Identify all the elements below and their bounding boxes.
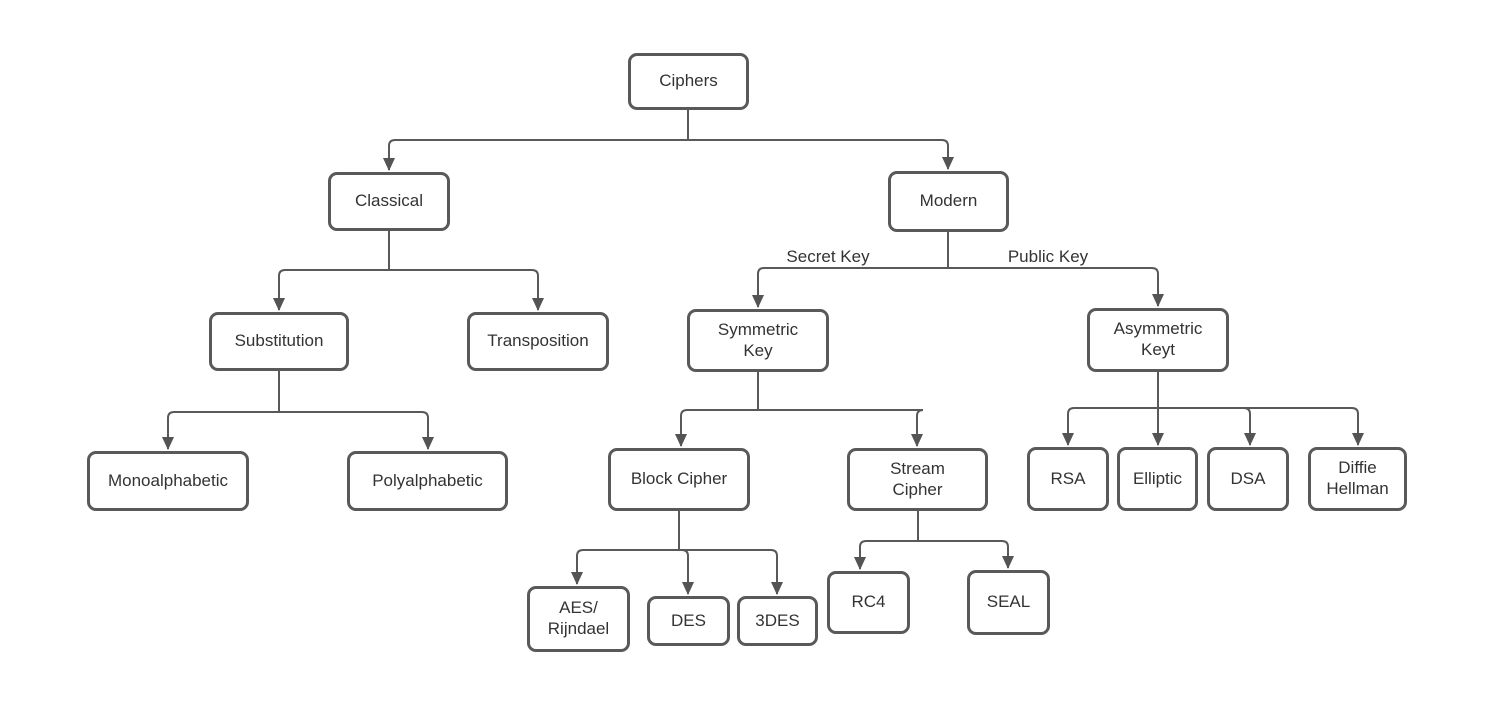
node-polyalphabetic: Polyalphabetic bbox=[347, 451, 508, 511]
node-elliptic: Elliptic bbox=[1117, 447, 1198, 511]
node-elliptic-label: Elliptic bbox=[1132, 468, 1183, 488]
node-substitution: Substitution bbox=[209, 312, 349, 371]
edge-classical-transposition bbox=[389, 269, 544, 311]
edge-block-3des bbox=[679, 549, 783, 595]
node-symmetric-key: Symmetric Key bbox=[687, 309, 829, 372]
node-polyalphabetic-label: Polyalphabetic bbox=[372, 470, 483, 490]
node-classical: Classical bbox=[328, 172, 450, 231]
edge-symmetric-stream bbox=[758, 409, 924, 447]
edge-classical-substitution bbox=[273, 269, 389, 311]
node-stream-cipher: Stream Cipher bbox=[847, 448, 988, 511]
node-rsa-label: RSA bbox=[1050, 468, 1086, 488]
node-des: DES bbox=[647, 596, 730, 646]
node-seal: SEAL bbox=[967, 570, 1050, 635]
edge-stream-seal bbox=[918, 540, 1014, 569]
node-classical-label: Classical bbox=[354, 191, 424, 211]
node-ciphers-label: Ciphers bbox=[659, 71, 718, 91]
node-transposition: Transposition bbox=[467, 312, 609, 371]
node-3des-label: 3DES bbox=[755, 610, 800, 630]
edge-label-secret-key: Secret Key bbox=[786, 247, 870, 266]
edge-modern-asymmetric bbox=[948, 267, 1164, 307]
node-asymmetric-keyt-label: Asymmetric Keyt bbox=[1113, 319, 1203, 359]
edge-asymmetric-diffie bbox=[1158, 407, 1364, 446]
node-rc4: RC4 bbox=[827, 571, 910, 634]
node-modern: Modern bbox=[888, 171, 1009, 232]
node-monoalphabetic-label: Monoalphabetic bbox=[107, 470, 229, 490]
node-diffie-hellman-label: Diffie Hellman bbox=[1326, 458, 1389, 498]
edge-asymmetric-rsa bbox=[1062, 407, 1158, 446]
edge-substitution-monoalphabetic bbox=[162, 411, 279, 450]
node-block-cipher: Block Cipher bbox=[608, 448, 750, 511]
node-symmetric-key-label: Symmetric Key bbox=[717, 319, 799, 360]
node-seal-label: SEAL bbox=[986, 592, 1031, 612]
node-block-cipher-label: Block Cipher bbox=[630, 469, 728, 489]
node-aes-rijndael-label: AES/ Rijndael bbox=[547, 598, 610, 638]
node-des-label: DES bbox=[671, 610, 706, 630]
edge-modern-symmetric bbox=[752, 267, 948, 308]
node-dsa-label: DSA bbox=[1230, 468, 1266, 488]
node-modern-label: Modern bbox=[919, 191, 978, 211]
edge-asymmetric-dsa bbox=[1158, 407, 1256, 446]
node-rsa: RSA bbox=[1027, 447, 1109, 511]
edge-symmetric-block bbox=[675, 409, 758, 447]
node-substitution-label: Substitution bbox=[234, 331, 324, 351]
edge-block-aes bbox=[571, 549, 679, 585]
node-ciphers: Ciphers bbox=[628, 53, 749, 110]
node-diffie-hellman: Diffie Hellman bbox=[1308, 447, 1407, 511]
node-aes-rijndael: AES/ Rijndael bbox=[527, 586, 630, 652]
edge-ciphers-classical bbox=[383, 139, 688, 171]
edge-label-public-key: Public Key bbox=[1007, 247, 1089, 266]
edge-stream-rc4 bbox=[854, 540, 918, 570]
node-monoalphabetic: Monoalphabetic bbox=[87, 451, 249, 511]
edge-block-des bbox=[679, 549, 694, 595]
edge-substitution-polyalphabetic bbox=[279, 411, 434, 450]
node-asymmetric-keyt: Asymmetric Keyt bbox=[1087, 308, 1229, 372]
node-stream-cipher-label: Stream Cipher bbox=[890, 458, 945, 499]
node-transposition-label: Transposition bbox=[487, 331, 589, 351]
node-3des: 3DES bbox=[737, 596, 818, 646]
node-rc4-label: RC4 bbox=[851, 592, 886, 612]
edge-ciphers-modern bbox=[688, 139, 954, 170]
node-dsa: DSA bbox=[1207, 447, 1289, 511]
